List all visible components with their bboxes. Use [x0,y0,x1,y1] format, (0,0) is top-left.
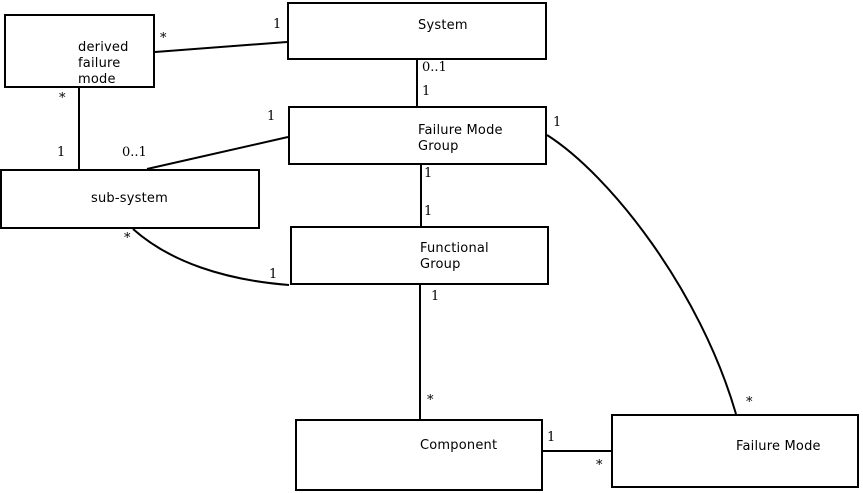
multiplicity-derived-system-star: * [160,31,167,46]
edge-derived-system [154,41,288,53]
class-box-derived-failure-mode: derived failure mode [4,14,155,88]
multiplicity-derived-subsystem-star: * [59,91,66,106]
class-box-label: derived failure mode [78,40,129,87]
multiplicity-component-failuremode-star: * [596,458,603,473]
multiplicity-fmgroup-subsystem-one: 1 [267,109,276,124]
multiplicity-subsystem-funcgroup-star: * [124,231,131,246]
multiplicity-subsystem-funcgroup-one: 1 [269,267,278,282]
edge-failuremodegroup-failuremode [546,134,737,415]
class-box-label: System [418,18,468,33]
multiplicity-funcgroup-component-one: 1 [431,289,440,304]
class-box-component: Component [295,419,543,491]
multiplicity-fmgroup-funcgroup-one-lower: 1 [424,204,433,219]
multiplicity-funcgroup-component-star: * [427,393,434,408]
class-box-sub-system: sub-system [0,169,260,229]
multiplicity-system-fmgroup-one: 1 [422,84,431,99]
class-box-label: sub-system [91,191,168,206]
edge-subsystem-functionalgroup [132,228,290,286]
class-box-failure-mode: Failure Mode [611,414,859,488]
class-box-failure-mode-group: Failure Mode Group [288,106,547,165]
multiplicity-derived-subsystem-one: 1 [57,145,66,160]
edge-failuremodegroup-subsystem [146,136,289,170]
multiplicity-fmgroup-failuremode-star: * [746,395,753,410]
class-box-label: Failure Mode [736,439,821,454]
class-box-functional-group: Functional Group [290,226,549,285]
multiplicity-fmgroup-subsystem-zero-one: 0..1 [122,145,147,160]
multiplicity-derived-system-one: 1 [273,17,282,32]
multiplicity-fmgroup-failuremode-one: 1 [553,115,562,130]
class-box-label: Functional Group [420,241,489,272]
multiplicity-component-failuremode-one: 1 [547,430,556,445]
class-box-system: System [287,2,547,60]
multiplicity-fmgroup-funcgroup-one-upper: 1 [424,166,433,181]
multiplicity-system-fmgroup-zero-one: 0..1 [422,60,447,75]
class-box-label: Component [420,438,498,453]
class-box-label: Failure Mode Group [418,123,503,154]
